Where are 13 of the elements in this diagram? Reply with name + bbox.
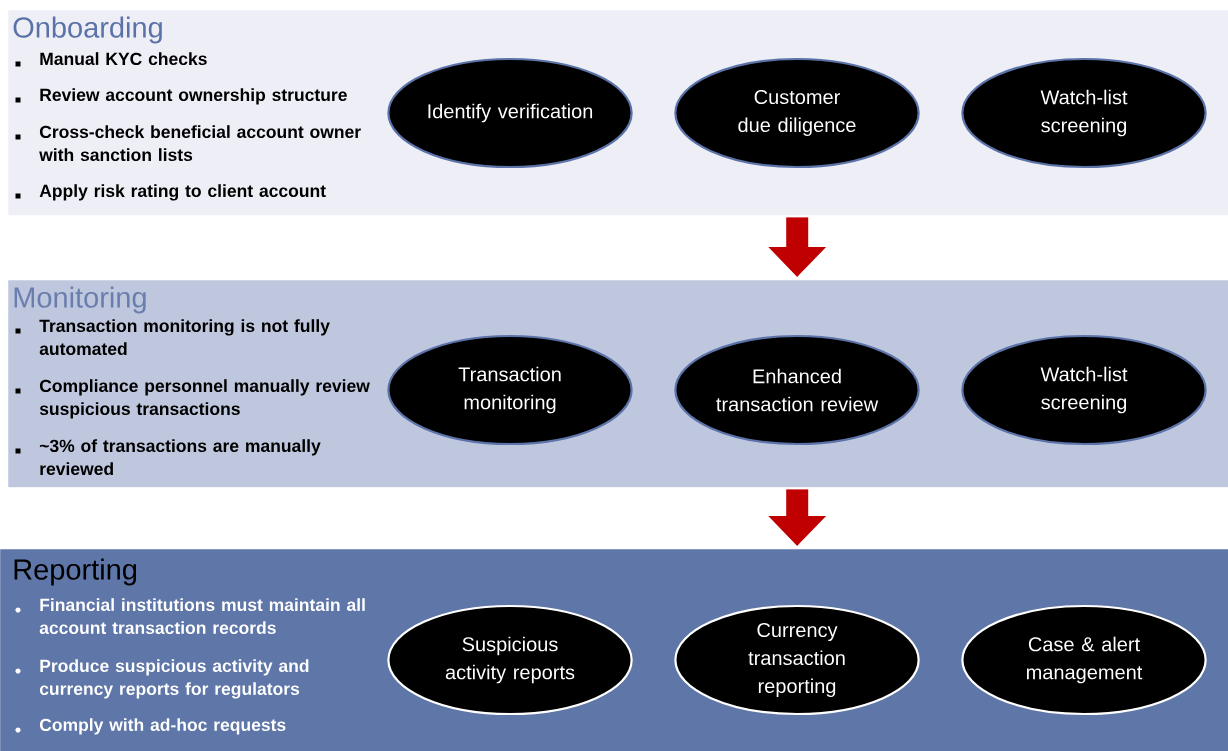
bullet-text: Financial institutions must maintain all account transaction records	[39, 598, 365, 635]
bullet-text: Transaction monitoring is not fully automated	[39, 319, 330, 356]
bullet-text: Cross-check beneficial account owner with sanction lists	[39, 125, 361, 162]
bullet-text: Manual KYC checks	[40, 52, 207, 66]
bullet-text: Comply with ad-hoc requests	[39, 718, 286, 735]
section-title: Monitoring	[14, 286, 146, 314]
section-title: Onboarding	[13, 16, 162, 44]
bullet-text: Produce suspicious activity and currency reports for regulators	[39, 659, 309, 699]
bullet-text: Apply risk rating to client account	[39, 184, 326, 201]
section-title: Reporting	[14, 558, 137, 586]
bullet-text: Compliance personnel manually review suspicious transactions	[39, 379, 370, 419]
bullet-text: ~3% of transactions are manually reviewed	[39, 439, 321, 476]
bullet-text: Review account ownership structure	[40, 88, 347, 105]
